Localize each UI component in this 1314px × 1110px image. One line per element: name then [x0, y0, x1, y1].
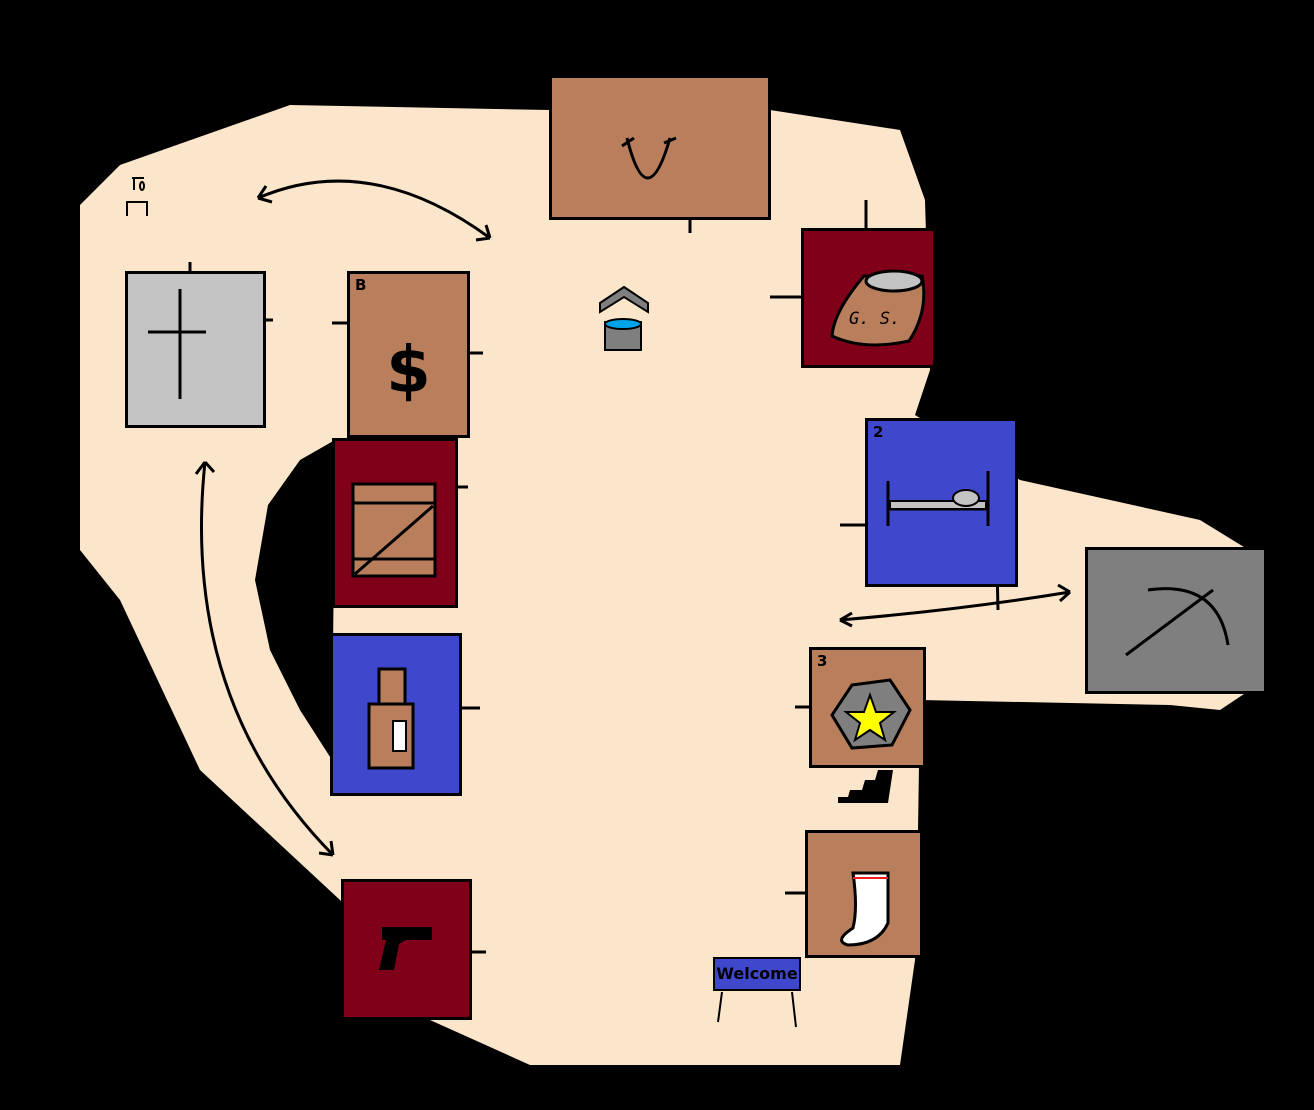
- clothing-store[interactable]: [805, 830, 923, 958]
- sack-icon: [830, 269, 926, 347]
- stairs-icon: [838, 770, 893, 803]
- cross-icon: [148, 289, 206, 399]
- star-badge-icon: [830, 678, 912, 750]
- general-store[interactable]: G. S.: [801, 228, 936, 368]
- bar[interactable]: [330, 633, 462, 796]
- hotel-label: 2: [873, 423, 884, 441]
- bottle-icon: [367, 667, 415, 770]
- bank[interactable]: B $: [347, 271, 470, 438]
- sock-icon: [840, 871, 890, 947]
- mine[interactable]: [1085, 547, 1267, 694]
- horseshoe-icon: [621, 136, 677, 180]
- saloon-top[interactable]: [549, 75, 771, 220]
- welcome-sign: Welcome: [713, 957, 801, 991]
- well-icon: [599, 285, 649, 351]
- dollar-icon: $: [386, 334, 431, 408]
- sheriff-label: 3: [817, 652, 828, 670]
- graveyard[interactable]: [125, 271, 266, 428]
- storage[interactable]: [332, 438, 458, 608]
- path-arrow: [257, 179, 491, 240]
- bank-label: B: [355, 276, 367, 294]
- gun-shop[interactable]: [341, 879, 472, 1020]
- pistol-icon: [379, 927, 432, 970]
- gallows-icon: [126, 177, 148, 216]
- bed-icon: [886, 471, 990, 526]
- sheriff[interactable]: 3: [809, 647, 926, 768]
- crate-icon: [351, 482, 437, 578]
- hotel[interactable]: 2: [865, 418, 1018, 587]
- pickaxe-icon: [1125, 587, 1230, 657]
- store-initials: G. S.: [849, 309, 901, 329]
- chasm: [255, 440, 335, 760]
